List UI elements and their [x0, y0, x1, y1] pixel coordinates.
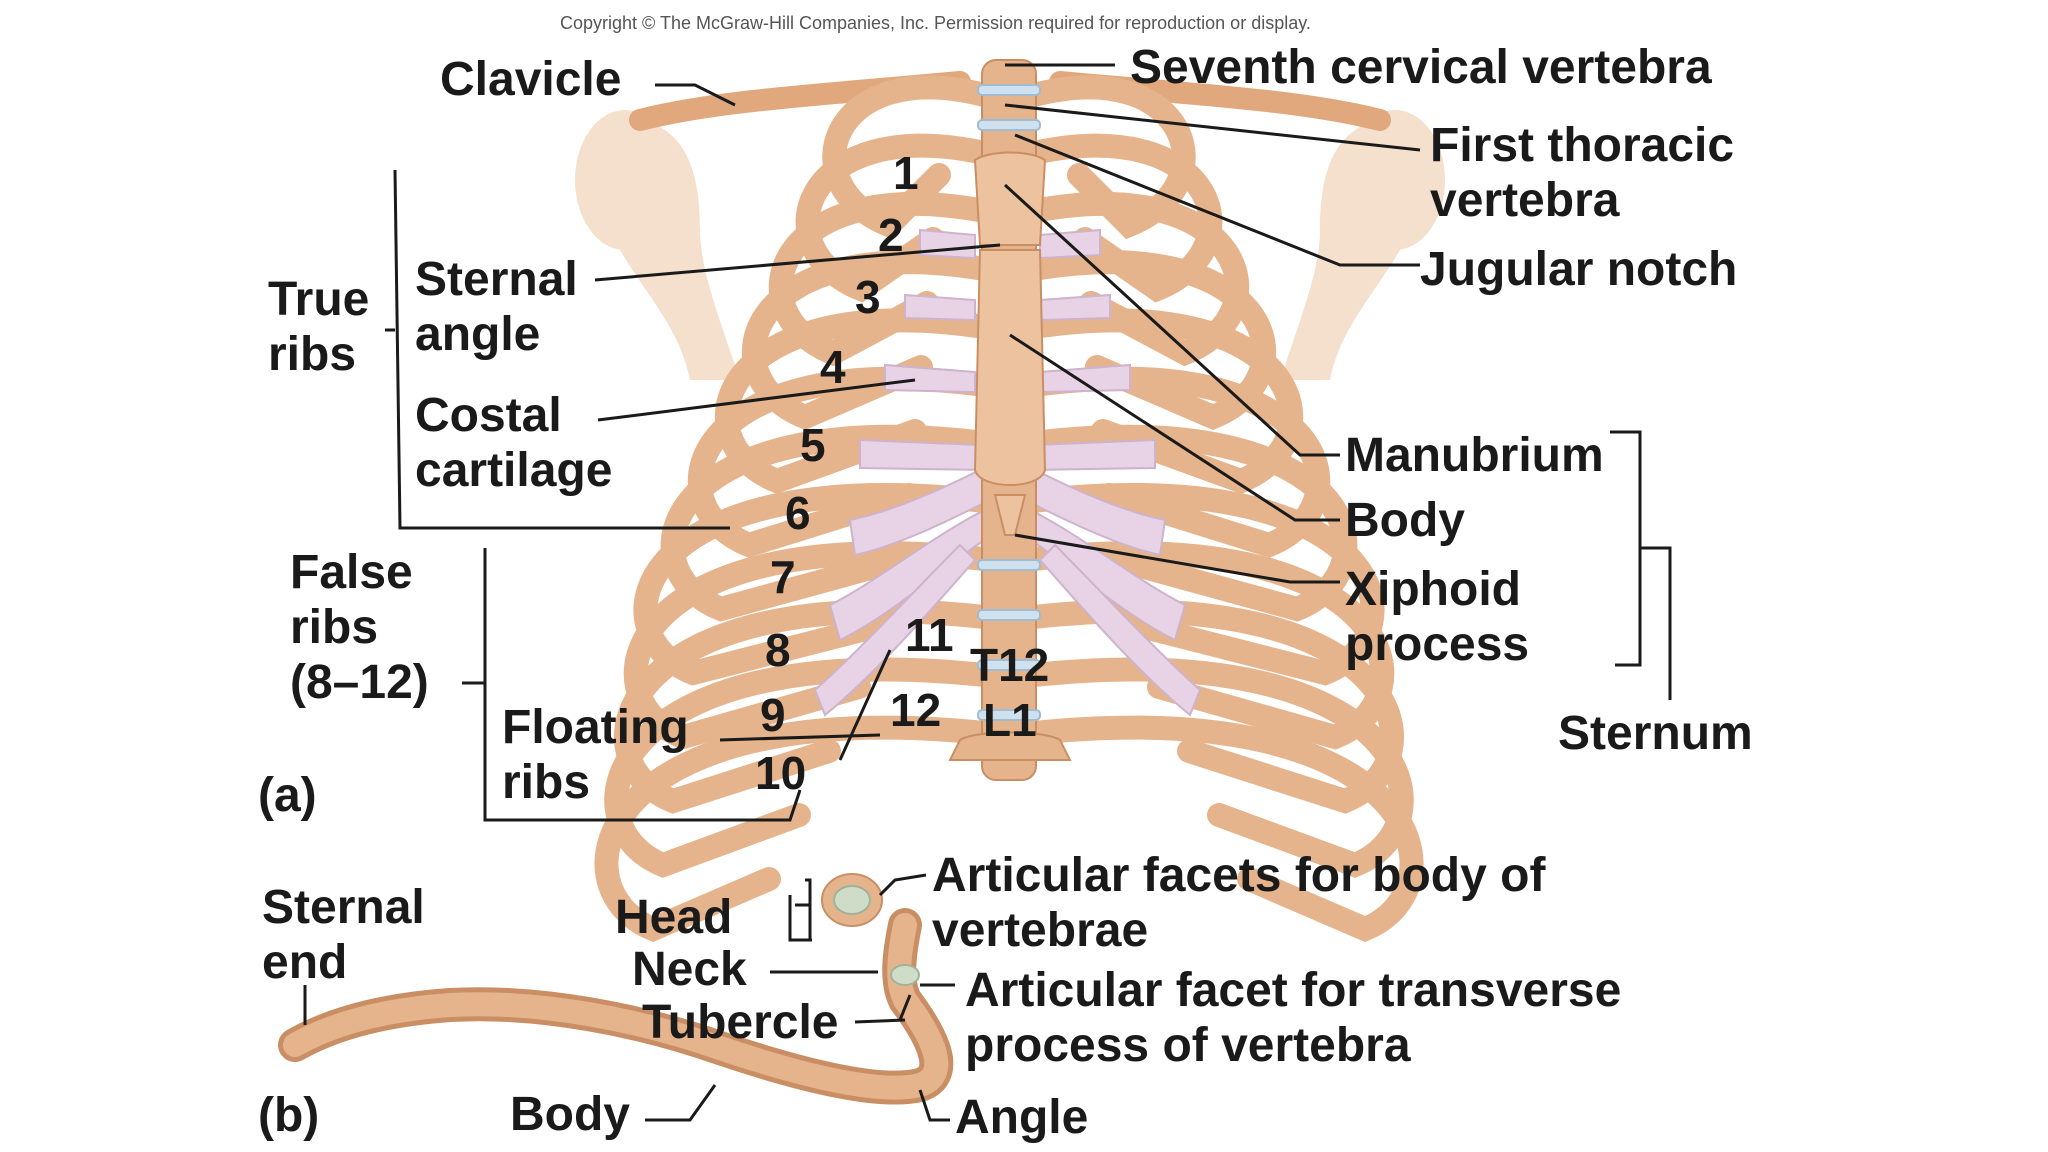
label-angle: Angle	[955, 1091, 1089, 1144]
rib-number-12: 12	[890, 684, 942, 736]
label-sternum: Sternum	[1558, 707, 1753, 760]
label-floating-ribs-line1: Floating	[502, 701, 689, 754]
label-jugular-notch: Jugular notch	[1420, 243, 1738, 296]
label-articular-facets-body-line1: Articular facets for body of	[932, 849, 1546, 902]
label-floating-ribs-line2: ribs	[502, 756, 591, 809]
panel-b-label: (b)	[258, 1089, 320, 1142]
label-xiphoid-line2: process	[1345, 618, 1530, 671]
label-sternal-angle-line1: Sternal	[415, 253, 578, 306]
right-rib-12	[1022, 715, 1424, 942]
label-articular-facet-transverse-line2: process of vertebra	[965, 1019, 1411, 1072]
label-sternal-end-line2: end	[262, 936, 348, 989]
rib-number-7: 7	[770, 551, 796, 603]
rib-number-10: 10	[755, 747, 807, 799]
label-articular-facets-body-line2: vertebrae	[932, 904, 1149, 957]
label-first-thoracic-line1: First thoracic	[1430, 119, 1735, 172]
rib-number-2: 2	[878, 209, 904, 261]
rib-number-9: 9	[760, 689, 786, 741]
rib-number-11: 11	[905, 609, 954, 661]
leader-lines	[303, 63, 1672, 1122]
label-clavicle: Clavicle	[440, 53, 622, 106]
rib-number-5: 5	[800, 419, 826, 471]
label-t12: T12	[970, 639, 1050, 691]
label-head: Head	[615, 891, 733, 944]
label-sternal-angle-line2: angle	[415, 308, 541, 361]
label-neck: Neck	[632, 943, 747, 996]
panel-a-label: (a)	[258, 769, 317, 822]
single-rib	[278, 873, 954, 1105]
label-sternal-end-line1: Sternal	[262, 881, 425, 934]
rib-number-3: 3	[855, 271, 881, 323]
left-rib-12	[594, 715, 996, 942]
label-costal-cartilage-line1: Costal	[415, 389, 562, 442]
label-costal-cartilage-line2: cartilage	[415, 444, 613, 497]
copyright-notice: Copyright © The McGraw-Hill Companies, I…	[560, 13, 1311, 33]
label-tubercle: Tubercle	[642, 996, 839, 1049]
rib-number-4: 4	[820, 341, 846, 393]
label-first-thoracic-line2: vertebra	[1430, 174, 1620, 227]
right-rib-11	[1022, 657, 1414, 878]
label-false-ribs-line1: False	[290, 546, 413, 599]
sternum	[973, 151, 1047, 536]
label-true-ribs-line1: True	[268, 273, 370, 326]
rib-number-6: 6	[785, 487, 811, 539]
label-xiphoid-line1: Xiphoid	[1345, 563, 1521, 616]
label-false-ribs-line2: ribs	[290, 601, 379, 654]
label-articular-facet-transverse-line1: Articular facet for transverse	[965, 964, 1622, 1017]
rib-number-1: 1	[893, 147, 919, 199]
label-false-ribs-line3: (8–12)	[290, 656, 429, 709]
right-ribs	[1022, 75, 1424, 942]
label-manubrium: Manubrium	[1345, 429, 1604, 482]
label-true-ribs-line2: ribs	[268, 328, 357, 381]
label-rib-body: Body	[510, 1088, 630, 1141]
rib-number-8: 8	[765, 624, 791, 676]
label-l1: L1	[983, 694, 1037, 746]
label-body: Body	[1345, 494, 1465, 547]
label-seventh-cervical-vertebra: Seventh cervical vertebra	[1130, 41, 1712, 94]
